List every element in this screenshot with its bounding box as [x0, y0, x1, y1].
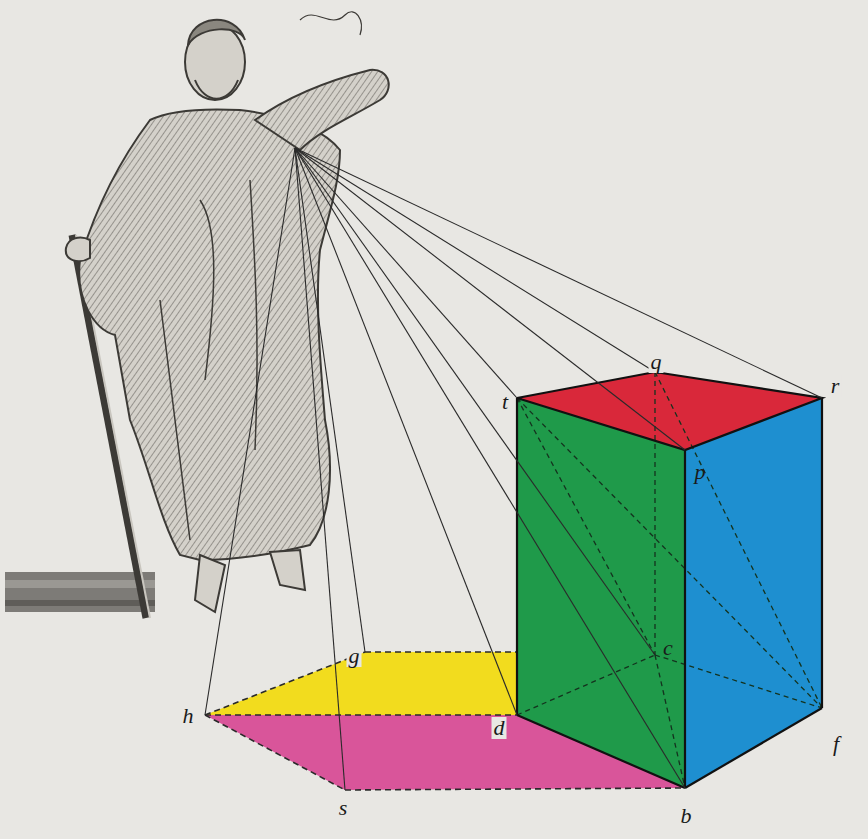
point-label: f	[831, 733, 841, 755]
sight-ray	[295, 148, 517, 715]
sight-ray	[295, 148, 517, 398]
box-edges	[517, 372, 822, 788]
point-label: h	[181, 705, 196, 727]
hidden-edges	[517, 372, 822, 788]
sight-ray	[295, 148, 822, 398]
green-face	[517, 398, 685, 788]
point-label: b	[679, 805, 694, 827]
sight-ray	[295, 148, 345, 790]
plank	[5, 572, 155, 612]
observer-figure	[66, 12, 389, 612]
blue-face	[685, 398, 822, 788]
point-label: p	[693, 461, 708, 483]
sight-ray	[295, 148, 655, 372]
sight-ray	[205, 148, 295, 715]
point-label: c	[661, 637, 675, 659]
sight-ray	[295, 148, 685, 788]
point-label: d	[492, 717, 507, 739]
point-label: t	[500, 391, 510, 413]
point-label: r	[829, 375, 842, 397]
point-label: q	[649, 351, 664, 373]
point-label: s	[337, 797, 350, 819]
sight-ray	[295, 148, 685, 450]
sight-ray	[295, 148, 365, 652]
sight-rays	[205, 148, 822, 790]
point-label: g	[347, 645, 362, 667]
sight-ray	[295, 148, 655, 655]
